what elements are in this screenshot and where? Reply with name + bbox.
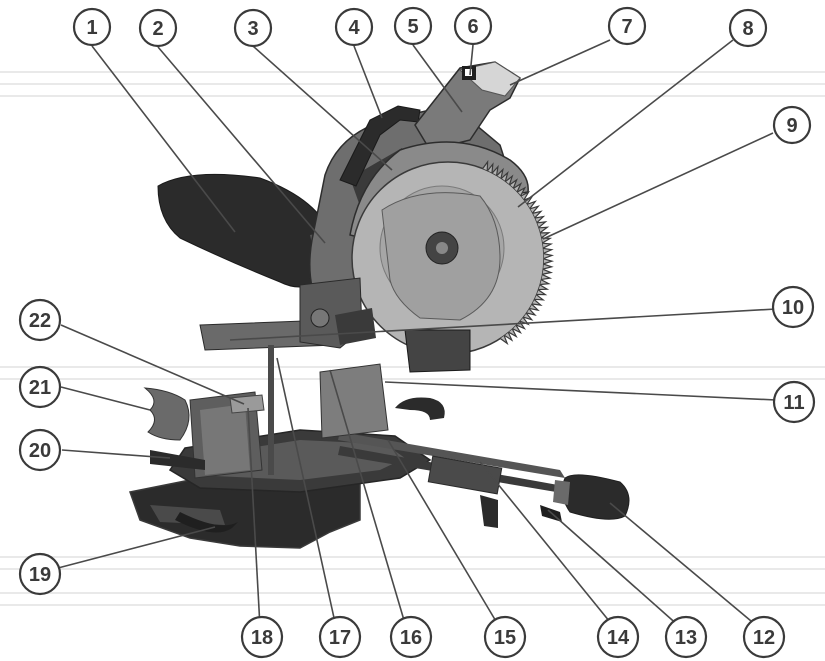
blade-tooth <box>544 259 552 264</box>
blade-tooth <box>540 280 549 285</box>
svg-text:14: 14 <box>607 627 630 649</box>
callout-1: 1 <box>74 9 110 45</box>
callout-14: 14 <box>598 617 638 657</box>
callout-17: 17 <box>320 617 360 657</box>
blade-tooth <box>542 275 550 280</box>
svg-text:6: 6 <box>467 16 478 38</box>
svg-text:1: 1 <box>86 17 97 39</box>
dust-bag <box>158 174 333 287</box>
callout-15: 15 <box>485 617 525 657</box>
svg-text:19: 19 <box>29 564 51 586</box>
svg-text:3: 3 <box>247 18 258 40</box>
clamp-knob <box>230 395 264 413</box>
callout-7: 7 <box>609 8 645 44</box>
blade-tooth <box>543 264 551 269</box>
callout-12: 12 <box>744 617 784 657</box>
blade-tooth <box>539 285 548 290</box>
callout-6: 6 <box>455 8 491 44</box>
callout-3: 3 <box>235 10 271 46</box>
svg-text:15: 15 <box>494 627 516 649</box>
callout-11: 11 <box>774 382 814 422</box>
svg-text:11: 11 <box>783 392 804 414</box>
svg-text:13: 13 <box>675 627 697 649</box>
callout-18: 18 <box>242 617 282 657</box>
blade-tooth <box>544 248 552 253</box>
callout-21: 21 <box>20 367 60 407</box>
rear-knob <box>562 475 629 519</box>
svg-text:7: 7 <box>621 16 632 38</box>
svg-text:17: 17 <box>329 627 351 649</box>
callout-19: 19 <box>20 554 60 594</box>
rear-knob-ring <box>553 480 570 505</box>
svg-text:16: 16 <box>400 627 422 649</box>
svg-text:22: 22 <box>29 310 51 332</box>
svg-text:9: 9 <box>786 115 797 137</box>
carry-handle <box>395 397 445 420</box>
callout-16: 16 <box>391 617 431 657</box>
blade-clamp <box>405 330 470 372</box>
svg-text:20: 20 <box>29 440 51 462</box>
svg-text:18: 18 <box>251 627 273 649</box>
pivot-bolt <box>311 309 329 327</box>
left-fence-front <box>200 404 250 475</box>
callout-5: 5 <box>395 8 431 44</box>
callout-8: 8 <box>730 10 766 46</box>
callout-9: 9 <box>774 107 810 143</box>
svg-text:4: 4 <box>348 17 360 39</box>
right-fence <box>320 364 388 438</box>
blade-tooth <box>543 243 551 248</box>
svg-text:2: 2 <box>152 18 163 40</box>
svg-text:8: 8 <box>742 18 753 40</box>
callout-10: 10 <box>773 287 813 327</box>
bevel-knob <box>145 388 189 440</box>
svg-text:21: 21 <box>29 377 51 399</box>
svg-text:12: 12 <box>753 627 775 649</box>
callout-2: 2 <box>140 10 176 46</box>
callout-22: 22 <box>20 300 60 340</box>
blade-tooth <box>543 269 551 274</box>
clamp-post <box>268 345 274 475</box>
blade-tooth <box>539 227 547 232</box>
arbor-bolt <box>436 242 448 254</box>
blade-tooth <box>544 254 552 259</box>
saw-illustration <box>130 62 629 548</box>
callout-13: 13 <box>666 617 706 657</box>
callout-4: 4 <box>336 9 372 45</box>
rail-foot <box>480 495 498 528</box>
callout-20: 20 <box>20 430 60 470</box>
svg-text:10: 10 <box>782 297 804 319</box>
svg-text:5: 5 <box>407 16 418 38</box>
